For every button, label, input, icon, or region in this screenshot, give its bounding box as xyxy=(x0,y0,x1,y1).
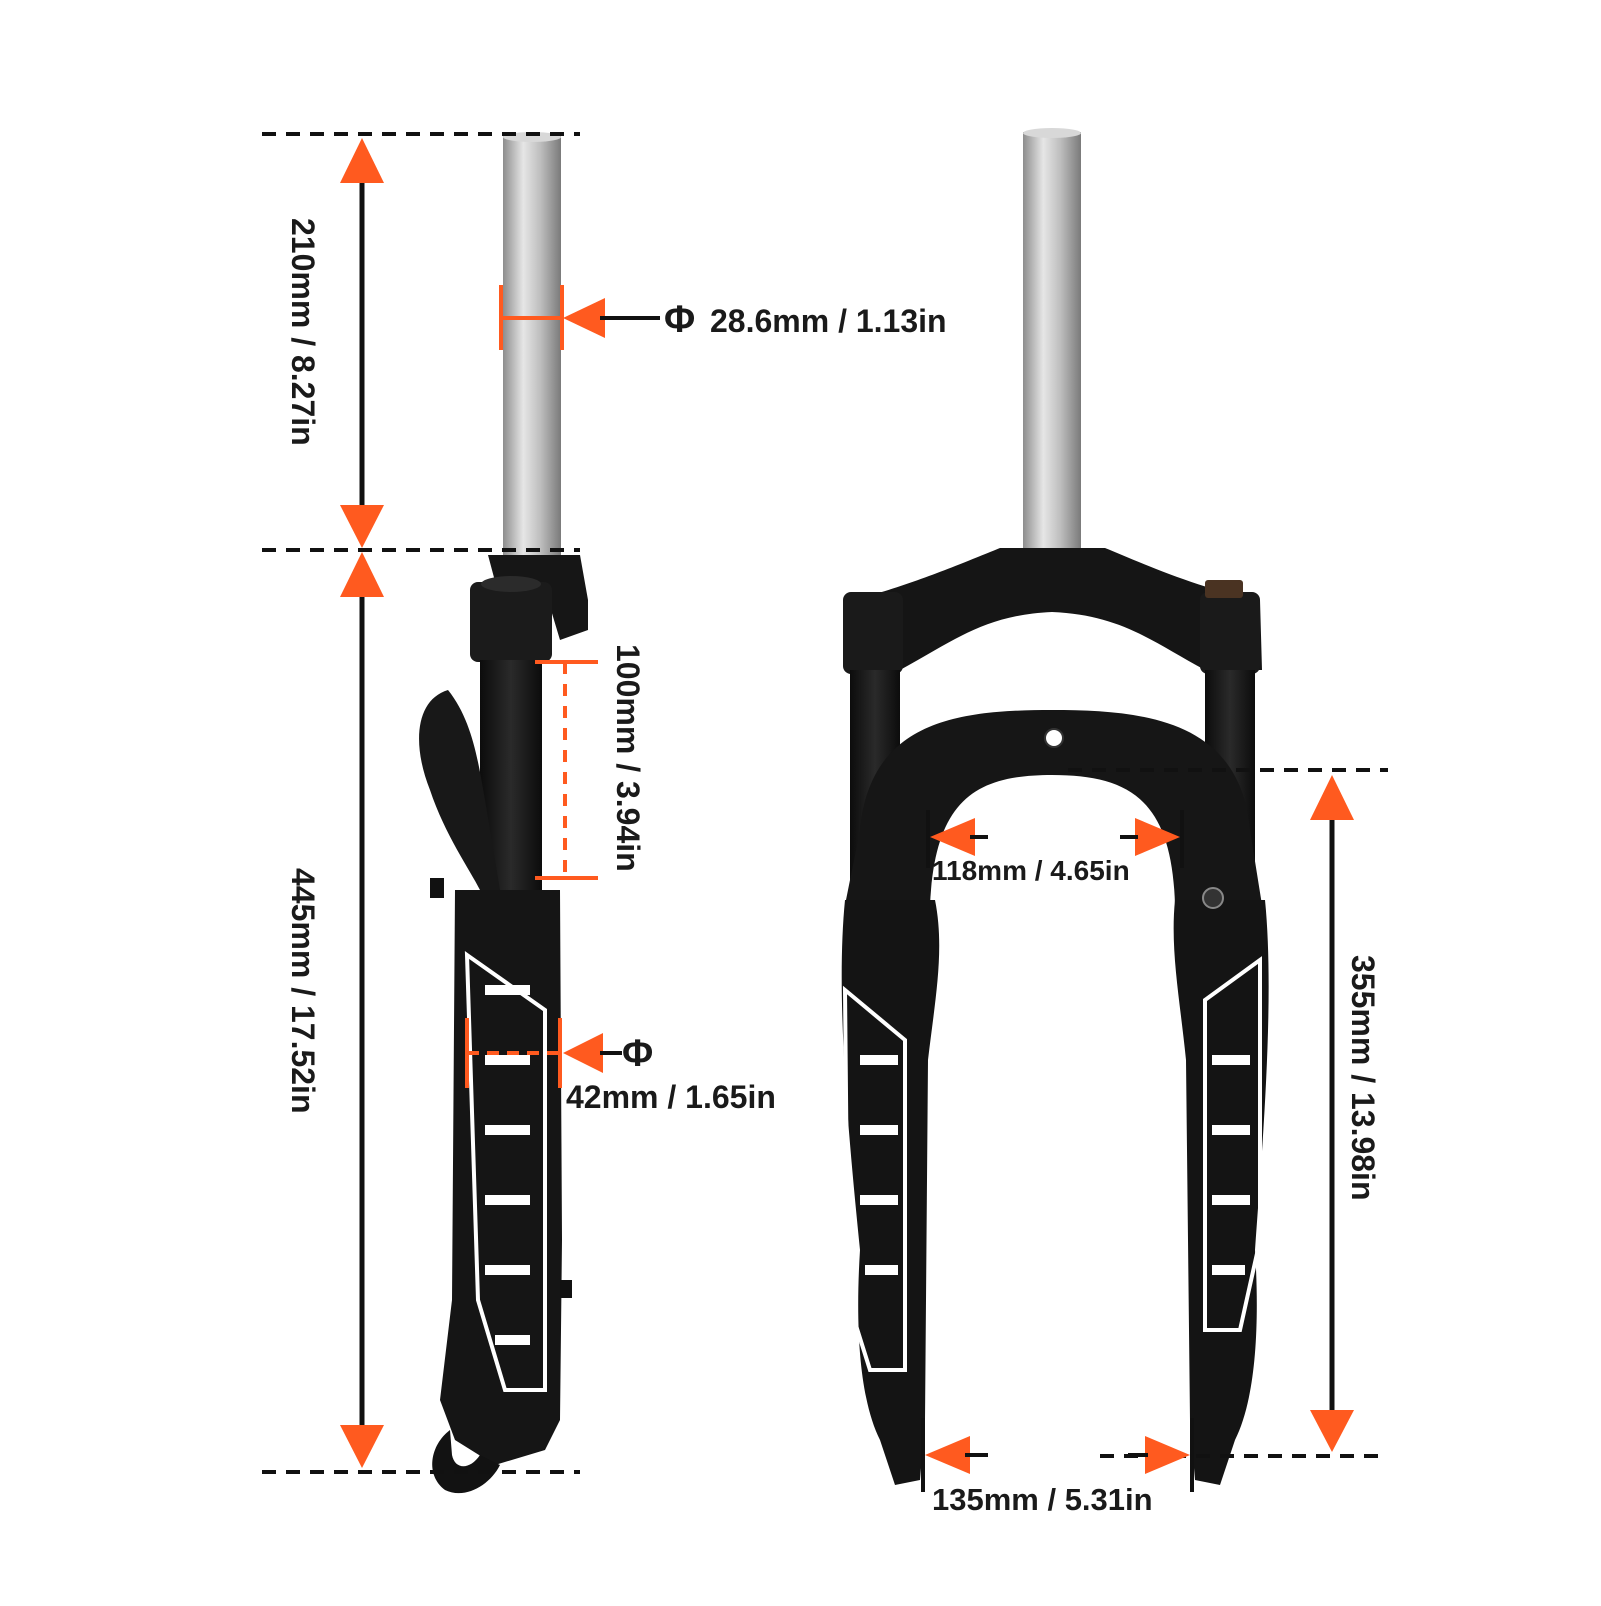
lower-graphic-stripes-side xyxy=(485,985,530,1345)
arrow-right-icon xyxy=(1135,818,1180,856)
lower-graphic-stripes-front xyxy=(860,1055,1250,1275)
arch-side xyxy=(419,690,500,890)
rebound-knob-front xyxy=(1205,580,1243,598)
lower-graphic-left-front xyxy=(842,985,907,1372)
steerer-top-side xyxy=(503,132,561,142)
label-axle-to-crown: 445mm / 17.52in xyxy=(285,868,321,1113)
top-cap-left-front xyxy=(843,592,903,674)
arrow-left-icon xyxy=(925,1436,970,1474)
arrow-down-icon xyxy=(340,505,384,548)
steerer-top-front xyxy=(1023,128,1081,138)
phi-symbol-stanchion: Φ xyxy=(622,1033,653,1075)
arrow-right-icon xyxy=(1145,1436,1190,1474)
adjuster-knob-side-1 xyxy=(430,878,444,898)
adjuster-knob-side-2 xyxy=(560,1280,572,1298)
top-cap-side xyxy=(470,582,552,662)
top-cap-knob-side xyxy=(481,576,541,592)
label-tire-clearance: 118mm / 4.65in xyxy=(932,855,1130,886)
steerer-tube-side xyxy=(503,136,561,556)
arrow-down-icon xyxy=(1310,1410,1354,1452)
front-view-fork xyxy=(841,128,1269,1485)
label-travel: 100mm / 3.94in xyxy=(610,644,646,872)
arrow-left-icon xyxy=(563,298,605,338)
label-lower-length: 355mm / 13.98in xyxy=(1345,955,1381,1200)
lower-graphic-side xyxy=(464,951,547,1392)
label-hub-spacing: 135mm / 5.31in xyxy=(932,1482,1153,1517)
arrow-left-icon xyxy=(563,1033,603,1073)
label-steerer-diameter: 28.6mm / 1.13in xyxy=(710,303,947,339)
phi-symbol-steerer: Φ xyxy=(664,299,695,341)
arch-front xyxy=(845,710,1262,905)
arrow-up-icon xyxy=(1310,775,1354,820)
label-stanchion-diameter: 42mm / 1.65in xyxy=(566,1079,776,1115)
arch-bolt-hole xyxy=(1044,728,1064,748)
side-view-fork xyxy=(419,132,588,1494)
vertical-dimension-lines xyxy=(359,180,1335,1430)
label-steerer-length: 210mm / 8.27in xyxy=(285,218,321,446)
arrow-left-icon xyxy=(930,818,975,856)
dropout-side xyxy=(432,1430,500,1494)
crown-front xyxy=(848,548,1262,670)
steerer-tube-front xyxy=(1023,132,1081,557)
arrow-up-icon xyxy=(340,552,384,597)
top-cap-right-front xyxy=(1200,592,1260,674)
arrow-up-icon xyxy=(340,138,384,183)
leader-lines xyxy=(600,316,1194,1492)
dimension-labels: 210mm / 8.27in Φ 28.6mm / 1.13in 445mm /… xyxy=(285,218,1381,1517)
lower-leg-right-front xyxy=(1173,900,1269,1485)
arrow-down-icon xyxy=(340,1425,384,1468)
lower-graphic-right-front xyxy=(1203,956,1262,1332)
lower-leg-left-front xyxy=(841,900,940,1485)
orange-measure-marks xyxy=(465,285,598,1088)
valve-cap-front xyxy=(1202,887,1224,909)
orange-arrowheads xyxy=(340,138,1354,1474)
